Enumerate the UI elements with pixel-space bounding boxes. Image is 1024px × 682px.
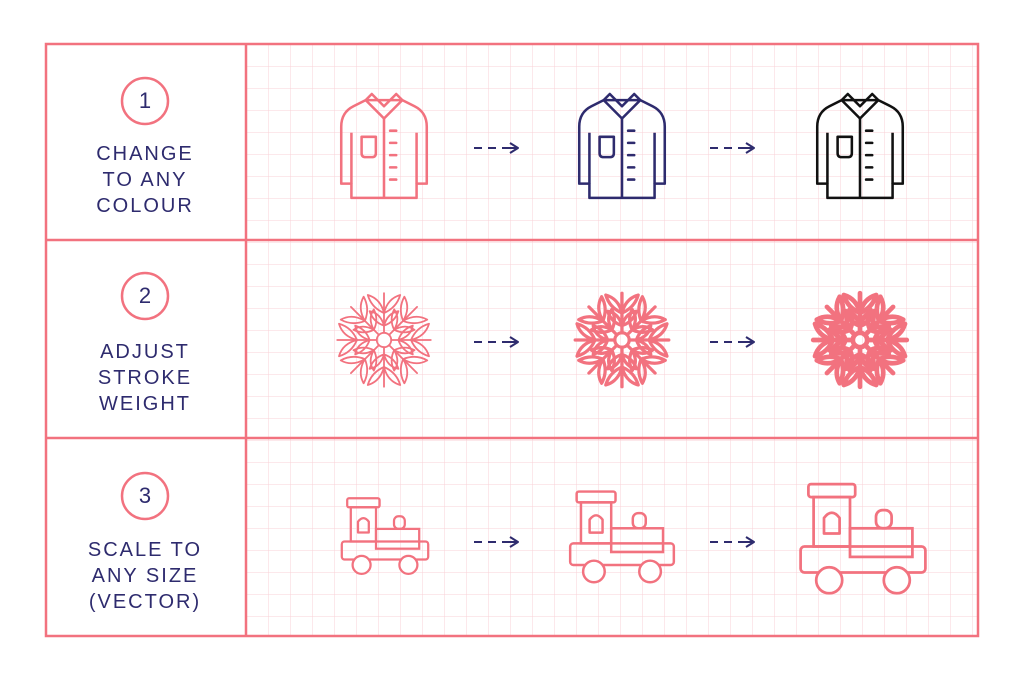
step-1-circle <box>120 76 170 126</box>
step-number: 3 <box>138 483 152 508</box>
step-2-label: ADJUST STROKE WEIGHT <box>46 339 244 417</box>
step-1-label: CHANGE TO ANY COLOUR <box>46 141 244 219</box>
label-line: (VECTOR) <box>88 591 202 613</box>
step-number: 2 <box>138 283 152 308</box>
step-2-circle <box>120 271 170 321</box>
label-line: WEIGHT <box>99 393 191 415</box>
label-line: TO ANY <box>102 169 188 191</box>
label-line: STROKE <box>97 367 193 389</box>
outer-border <box>44 42 980 638</box>
label-line: ANY SIZE <box>91 565 199 587</box>
label-line: COLOUR <box>96 195 194 217</box>
label-line: CHANGE <box>96 143 194 165</box>
step-3-circle <box>120 471 170 521</box>
label-line: SCALE TO <box>87 539 203 561</box>
step-number: 1 <box>138 88 152 113</box>
step-3-label: SCALE TO ANY SIZE (VECTOR) <box>46 537 244 615</box>
label-line: ADJUST <box>100 341 190 363</box>
